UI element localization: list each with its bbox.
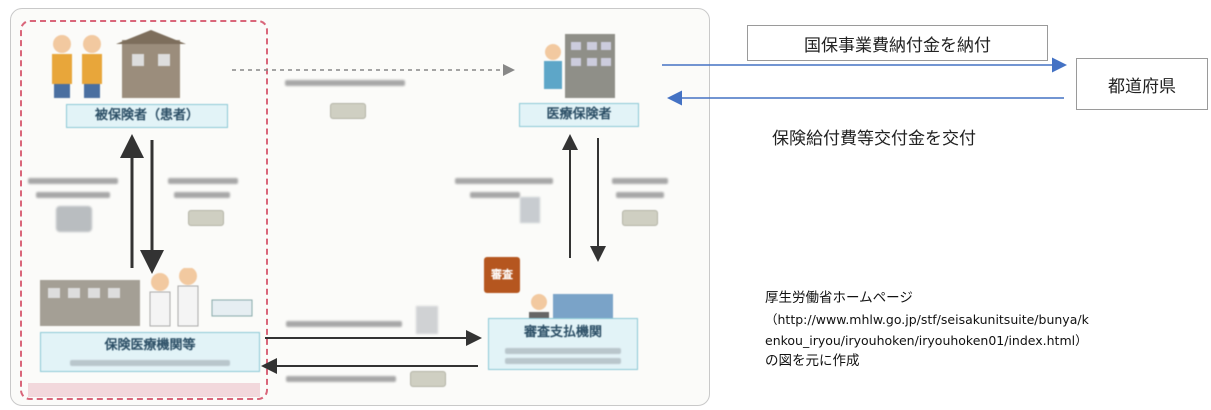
review-sub1 [505,348,621,354]
fee-payment-caption [286,376,396,382]
copay-caption-1 [168,178,238,184]
payment-box: 国保事業費納付金を納付 [747,25,1048,61]
copay-caption-2 [174,192,230,198]
service-caption-1 [28,178,118,184]
credit-url-1: （http://www.mhlw.go.jp/stf/seisakunitsui… [765,312,1089,327]
audit-tag-text: 審査 [491,268,513,281]
invoice-caption-2 [470,192,520,198]
insured-family-icon [40,30,190,100]
money-icon-4 [410,371,446,387]
money-icon-1 [330,103,366,119]
prefecture-text: 都道府県 [1108,76,1176,97]
document-icon-1 [520,197,540,223]
footnote-band [28,383,260,397]
insurer-pay-caption-2 [616,192,664,198]
source-credit: 厚生労働省ホームページ （http://www.mhlw.go.jp/stf/s… [765,288,1205,372]
premium-caption [285,80,405,86]
money-icon-3 [622,210,658,226]
credit-line-1: 厚生労働省ホームページ [765,290,913,306]
review-sub2 [505,358,621,364]
prefecture-box: 都道府県 [1076,58,1208,110]
provider-hospital-icon [40,267,260,328]
payment-box-text: 国保事業費納付金を納付 [804,35,991,56]
insured-provider-group [20,20,268,400]
invoice-caption-1 [455,178,553,184]
service-caption-2 [36,192,110,198]
insurer-pay-caption-1 [612,178,668,184]
credit-url-2: enkou_iryou/iryouhoken/iryouhoken01/inde… [765,333,1088,348]
medical-icon [56,206,92,232]
claim-caption [286,321,402,327]
document-icon-2 [416,306,438,334]
provider-sub [70,360,230,366]
diagram-arrows [120,64,606,374]
insurer-label: 医療保険者 [519,103,639,127]
insurer-building-icon [535,28,625,100]
insured-label: 被保険者（患者） [66,104,228,128]
audit-tag: 審査 [484,257,520,293]
credit-line-4: の図を元に作成 [765,353,860,369]
funding-arrows [662,57,1067,106]
money-icon-2 [188,210,224,226]
subsidy-label: 保険給付費等交付金を交付 [772,129,976,149]
